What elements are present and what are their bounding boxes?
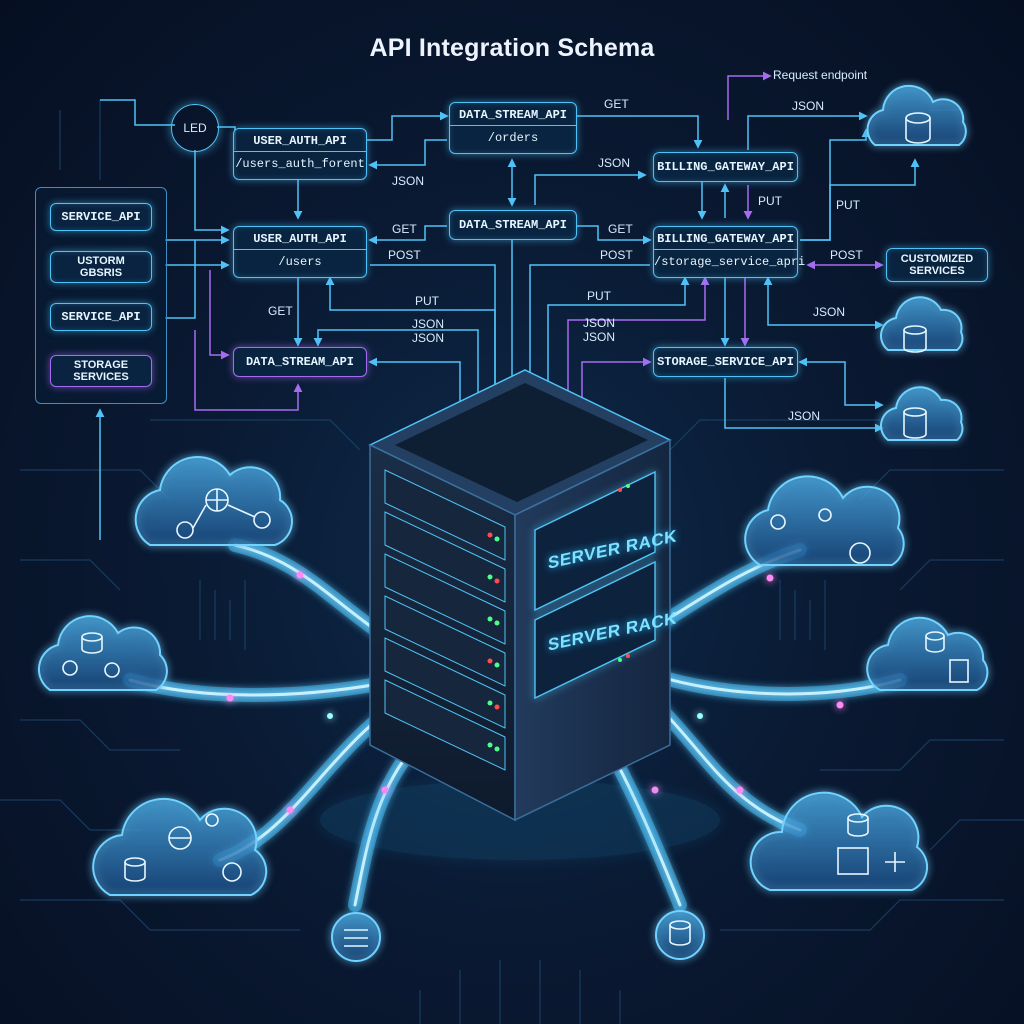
- storage-services-node[interactable]: STORAGE SERVICES: [50, 355, 152, 387]
- edge-label-put: PUT: [587, 289, 611, 303]
- node-title: DATA_STREAM_API: [458, 108, 568, 122]
- rack-units: [384, 469, 506, 771]
- edge-label-put: PUT: [415, 294, 439, 308]
- node-title: USER_AUTH_API: [253, 134, 347, 148]
- cloud-nodes: [37, 84, 989, 962]
- cloud-network-icon: [92, 797, 268, 896]
- cloud-database-icon: [880, 386, 964, 441]
- cloud-inner-icons: [62, 112, 969, 947]
- node-endpoint: /orders: [450, 125, 576, 147]
- node-endpoint: /users: [234, 249, 366, 271]
- edge-label-put: PUT: [758, 194, 782, 208]
- service-api-node-1[interactable]: SERVICE_API: [50, 203, 152, 231]
- service-api-node-2[interactable]: SERVICE_API: [50, 303, 152, 331]
- edge-label-json: JSON: [392, 174, 425, 188]
- edge-label-get: GET: [392, 222, 417, 236]
- customized-services-node[interactable]: CUSTOMIZED SERVICES: [886, 248, 988, 282]
- rack-panel-leds: [618, 484, 630, 662]
- edge-label-json: JSON: [598, 156, 631, 170]
- cloud-database-icon: [866, 616, 989, 691]
- led-indicator: LED: [171, 104, 219, 152]
- edge-label-json: JSON: [583, 316, 616, 330]
- edge-label-post: POST: [600, 248, 633, 262]
- cloud-database-icon: [866, 84, 967, 146]
- ustorm-gbsris-node[interactable]: USTORM GBSRIS: [50, 251, 152, 283]
- edge-label-json: JSON: [412, 317, 445, 331]
- api-edges: [95, 71, 920, 540]
- request-endpoint-label: Request endpoint: [773, 68, 868, 82]
- cloud-network-icon: [134, 455, 293, 546]
- node-endpoint: /storage_service_apri: [654, 249, 805, 271]
- page-title: API Integration Schema: [369, 34, 655, 62]
- circuit-traces: [0, 100, 1024, 1024]
- edge-label-put: PUT: [836, 198, 860, 212]
- edge-label-get: GET: [608, 222, 633, 236]
- edge-label-json: JSON: [412, 331, 445, 345]
- edge-label-post: POST: [830, 248, 863, 262]
- edge-label-json: JSON: [792, 99, 825, 113]
- data-stream-api-node-mid[interactable]: DATA_STREAM_API: [449, 210, 577, 240]
- database-icon: [655, 910, 705, 960]
- server-rack: [320, 369, 720, 860]
- data-stream-api-node-left[interactable]: DATA_STREAM_API: [233, 347, 367, 377]
- cloud-database-icon: [37, 615, 168, 691]
- billing-gateway-api-node-storage[interactable]: BILLING_GATEWAY_API /storage_service_apr…: [653, 226, 805, 278]
- edge-label-get: GET: [604, 97, 629, 111]
- rack-leds: [487, 532, 500, 752]
- edge-label-get: GET: [268, 304, 293, 318]
- user-auth-api-node-users[interactable]: USER_AUTH_API /users: [233, 226, 367, 278]
- edge-label-json: JSON: [583, 330, 616, 344]
- cloud-shield-icon: [749, 791, 929, 891]
- edge-label-json: JSON: [813, 305, 846, 319]
- storage-service-api-node[interactable]: STORAGE_SERVICE_API: [653, 347, 798, 377]
- billing-gateway-api-node-top[interactable]: BILLING_GATEWAY_API: [653, 152, 798, 182]
- edge-label-post: POST: [388, 248, 421, 262]
- cloud-database-icon: [880, 296, 964, 351]
- node-title: BILLING_GATEWAY_API: [657, 232, 794, 246]
- cable-pulses: [226, 571, 844, 814]
- user-auth-api-node-top[interactable]: USER_AUTH_API /users_auth_forent: [233, 128, 367, 180]
- data-stream-api-node-orders[interactable]: DATA_STREAM_API /orders: [449, 102, 577, 154]
- node-endpoint: /users_auth_forent: [234, 151, 366, 173]
- node-title: USER_AUTH_API: [253, 232, 347, 246]
- edge-label-json: JSON: [788, 409, 821, 423]
- database-icon: [331, 912, 381, 962]
